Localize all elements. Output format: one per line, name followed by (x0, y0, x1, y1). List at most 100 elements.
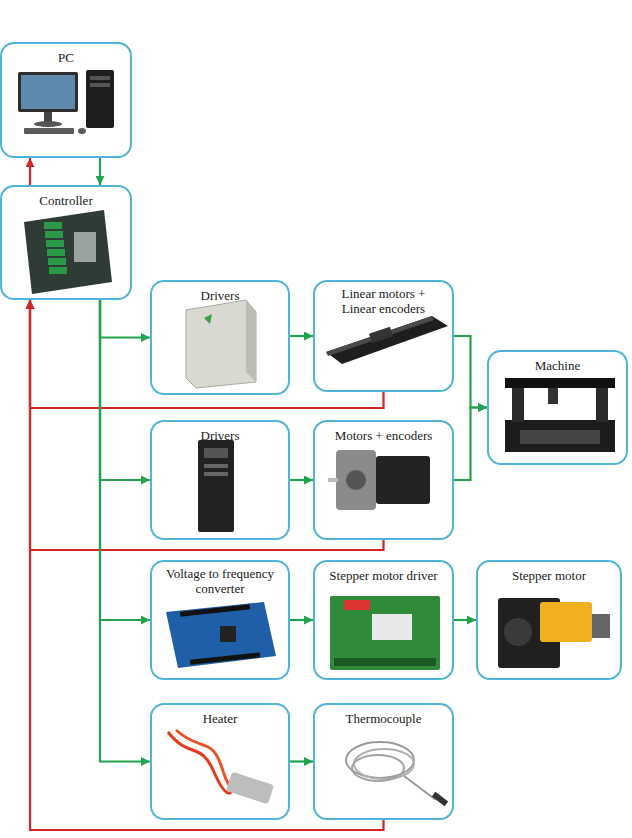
command-connector (99, 158, 101, 185)
pc-picture-part (90, 83, 110, 87)
device-box: Thermocouple (313, 703, 454, 820)
device-box: Stepper motor driver (313, 560, 454, 680)
linear-motor-picture-part (369, 327, 393, 343)
pc-picture-part (78, 128, 86, 134)
motor-picture-part (346, 470, 366, 490)
controller-picture-part (46, 240, 64, 247)
command-connector (290, 335, 313, 337)
node-title: Stepper motor driver (329, 568, 437, 583)
node-title: PC (58, 50, 74, 65)
feedback-connector (30, 300, 384, 830)
node-title: Heater (203, 711, 238, 726)
command-connector (290, 479, 313, 481)
linear-motor-picture (326, 316, 448, 364)
pc-picture-part (86, 70, 114, 128)
node-title: Voltage to frequency converter (158, 566, 282, 596)
command-connector (100, 300, 150, 762)
linear-motor-picture-part (326, 316, 448, 364)
node-title: Machine (535, 358, 580, 373)
pc-picture-part (21, 75, 75, 109)
machine-picture (505, 378, 615, 452)
stepper-motor-picture (498, 598, 610, 668)
command-connector (100, 300, 150, 620)
device-box: Stepper motor (476, 560, 622, 680)
device-box: Motors + encoders (313, 420, 454, 540)
controller-picture-part (47, 249, 65, 256)
controller-picture (24, 210, 112, 294)
stepper-driver-picture-part (344, 600, 370, 610)
heater-picture-part (176, 730, 238, 789)
node-title: Thermocouple (346, 711, 422, 726)
controller-picture-part (49, 267, 67, 274)
stepper-driver-picture-part (372, 614, 412, 640)
heater-picture (168, 730, 274, 804)
converter-board-picture (166, 602, 276, 668)
motor-picture (328, 450, 430, 510)
heater-picture-part (226, 772, 274, 805)
converter-board-picture-part (190, 652, 260, 664)
pc-picture-part (90, 76, 110, 80)
device-box: Machine (487, 350, 628, 465)
device-box: Heater (150, 703, 290, 820)
command-connector (290, 619, 313, 621)
driver-picture-part (204, 448, 228, 458)
driver-picture-part (204, 472, 228, 476)
device-box: Controller (0, 185, 132, 300)
command-connector (100, 300, 150, 338)
pc-picture-part (18, 72, 78, 112)
command-connector (454, 336, 487, 408)
driver-picture-part (246, 300, 256, 382)
feedback-connector (29, 158, 31, 185)
driver-picture (198, 440, 234, 532)
machine-picture-part (512, 386, 524, 422)
stepper-motor-picture-part (504, 618, 532, 646)
feedback-connector (30, 300, 384, 550)
machine-picture-part (520, 430, 600, 444)
motor-picture-part (376, 456, 430, 504)
thermocouple-picture-part (354, 749, 414, 779)
converter-board-picture-part (180, 604, 250, 616)
machine-picture-part (505, 378, 615, 388)
controller-picture-part (74, 232, 96, 262)
node-title: Controller (39, 193, 92, 208)
stepper-motor-picture-part (592, 614, 610, 638)
controller-picture-part (44, 222, 62, 229)
thermocouple-picture (346, 742, 448, 806)
pc-picture-part (24, 128, 74, 134)
node-title: Linear motors + Linear encoders (329, 286, 439, 316)
device-box: Linear motors + Linear encoders (313, 280, 454, 392)
command-connector (100, 300, 150, 480)
command-connector (290, 760, 313, 762)
thermocouple-picture-part (404, 776, 436, 800)
controller-picture-part (45, 231, 63, 238)
stepper-driver-picture-part (334, 658, 436, 666)
converter-board-picture-part (220, 626, 236, 642)
stepper-driver-picture (330, 596, 440, 670)
motor-picture-part (336, 450, 376, 510)
pc-picture-part (34, 121, 62, 127)
machine-picture-part (596, 386, 608, 422)
driver-picture-part (198, 440, 234, 532)
stepper-driver-picture-part (330, 596, 440, 670)
driver-picture-part (204, 314, 212, 324)
converter-board-picture-part (166, 602, 276, 668)
linear-motor-picture-part (326, 316, 434, 356)
thermocouple-picture-part (352, 755, 404, 781)
pc-picture (18, 70, 114, 134)
controller-picture-part (24, 210, 112, 294)
node-title: Drivers (201, 428, 240, 443)
driver-picture (186, 300, 256, 388)
controller-picture-part (48, 258, 66, 265)
pc-picture-part (44, 112, 52, 122)
node-title: Stepper motor (512, 568, 586, 583)
device-box: Drivers (150, 420, 290, 540)
motor-picture-part (328, 478, 338, 482)
driver-picture-part (186, 300, 256, 388)
node-title: Drivers (201, 288, 240, 303)
device-box: PC (0, 42, 132, 158)
machine-picture-part (548, 388, 558, 404)
stepper-motor-picture-part (540, 602, 592, 642)
thermocouple-picture-part (432, 792, 448, 806)
